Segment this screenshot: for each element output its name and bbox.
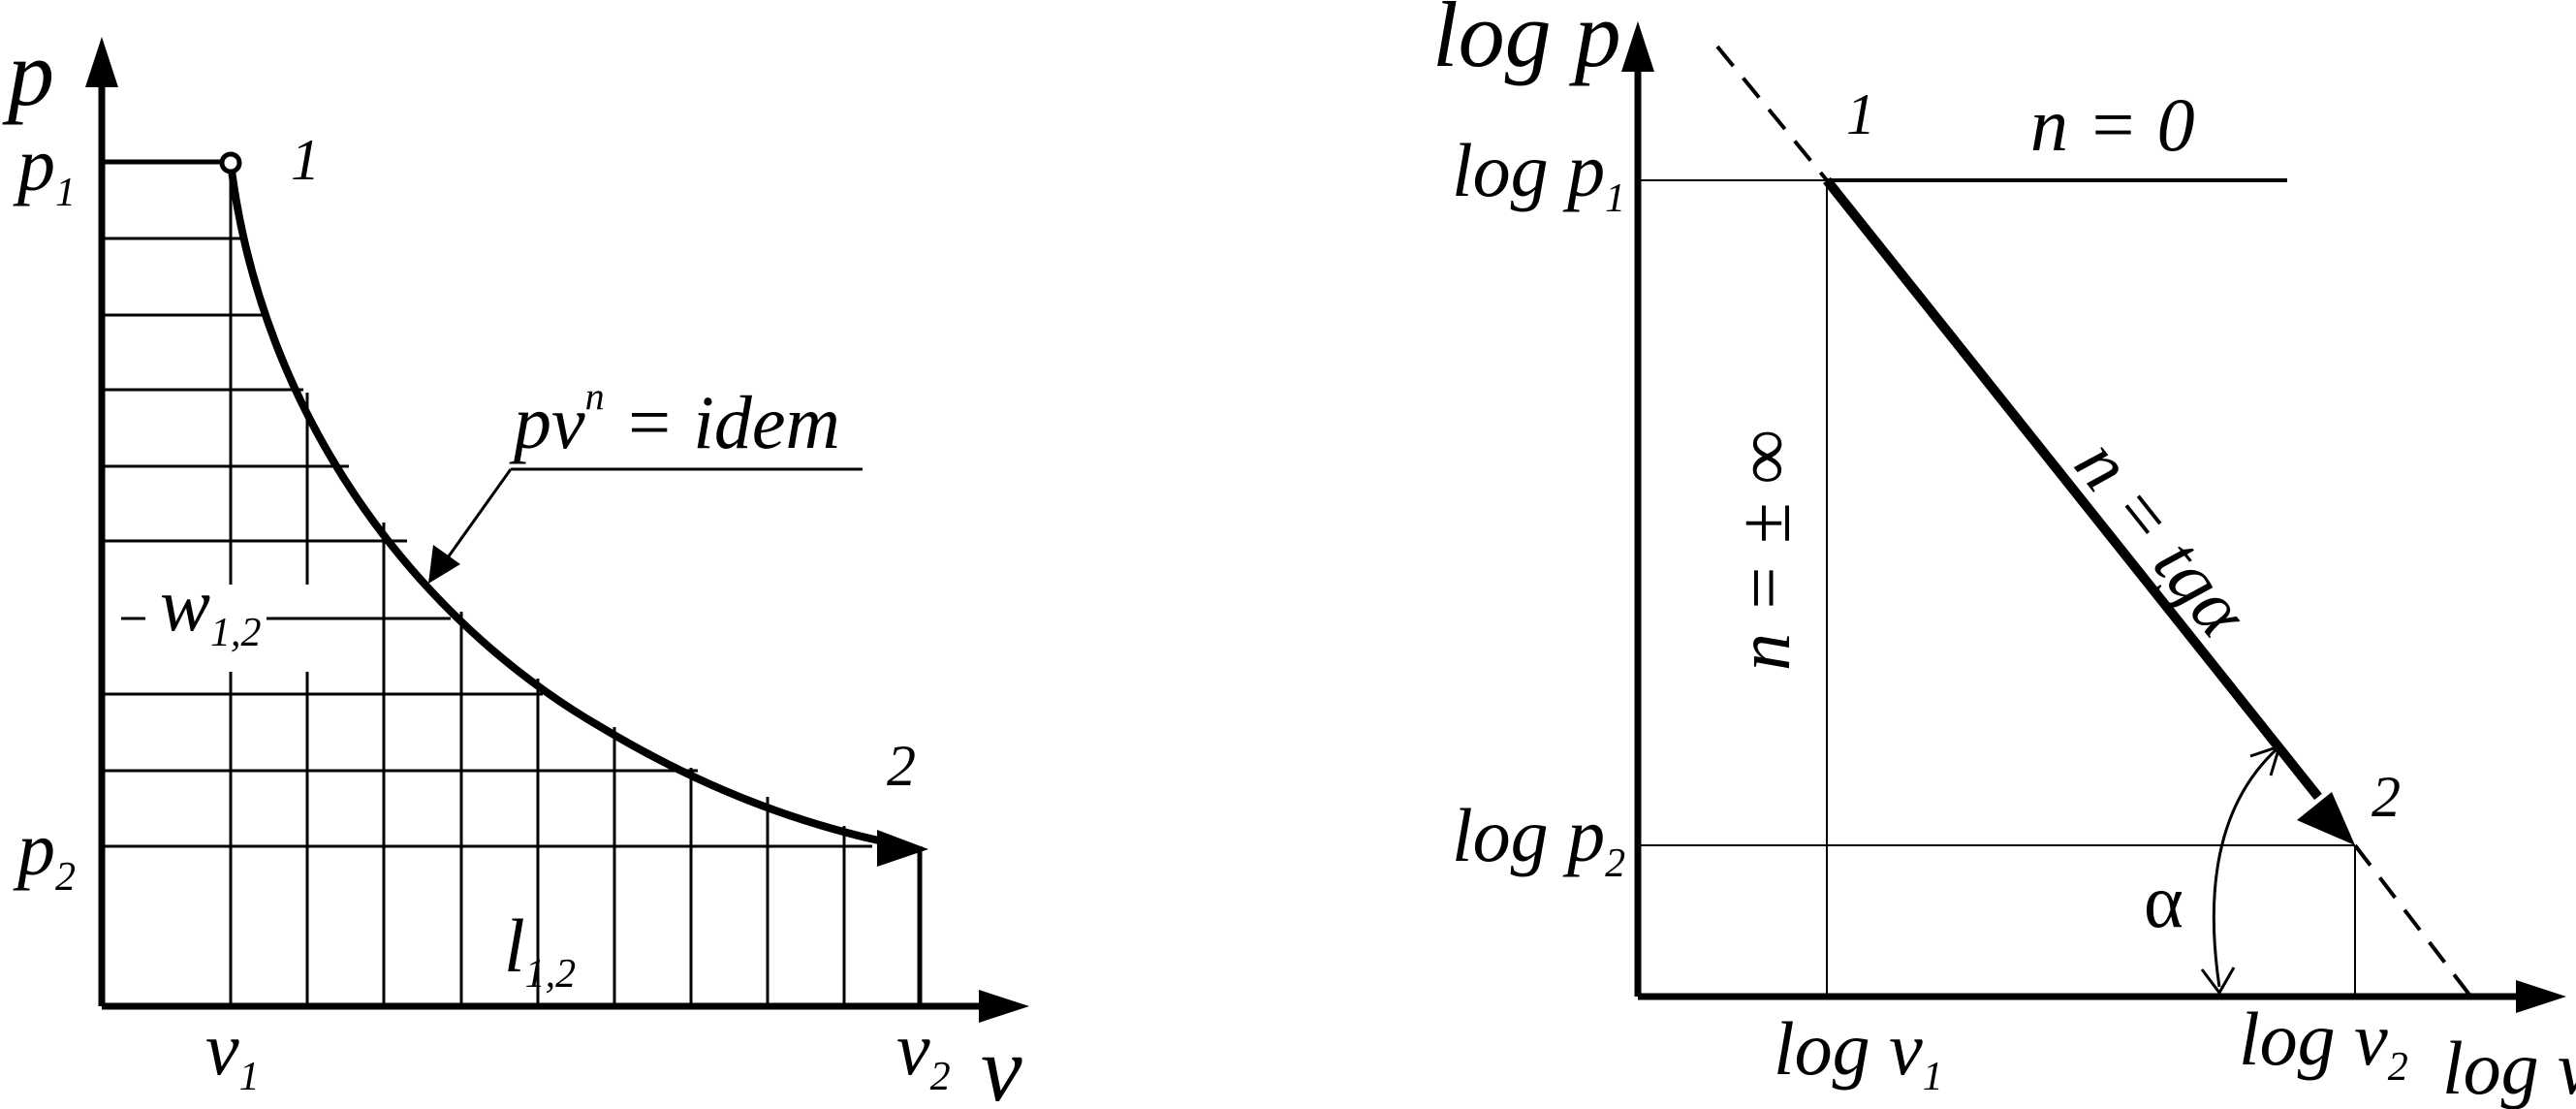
logp1-label: log p1 [1452, 128, 1625, 221]
n-infinity-label: n = ± ∞ [1721, 429, 1806, 671]
dashed-extension-bottom [2353, 843, 2471, 997]
point-1-label: 1 [291, 128, 320, 192]
v-axis-label: v [981, 1017, 1022, 1109]
p-axis-arrow-icon [85, 37, 118, 87]
state-point-1 [219, 151, 242, 174]
logv1-label: log v1 [1774, 1006, 1943, 1099]
logp2-label: log p2 [1452, 793, 1625, 886]
pv-diagram: p v p1 p2 v1 v2 1 2 pvn = idem w1,2 l1,2 [2, 21, 1029, 1109]
work-w-label: w1,2 [160, 562, 262, 655]
vertical-hatching [229, 165, 923, 1006]
alpha-arc-bottom-arrow-icon [2200, 966, 2236, 996]
curve-leader-pointer [439, 468, 513, 568]
curve-equation-label: pvn = idem [509, 374, 840, 464]
point-1-label: 1 [1846, 82, 1875, 146]
n-zero-label: n = 0 [2030, 82, 2195, 167]
process-arrow-icon [2297, 792, 2355, 845]
log-diagram: log p log v log p1 log p2 log v1 log v2 … [1432, 0, 2576, 1109]
alpha-arc-top-arrow-icon [2249, 744, 2282, 776]
p-axis-label: p [2, 21, 54, 125]
alpha-label: α [2144, 859, 2183, 943]
logv-axis-arrow-icon [2516, 980, 2566, 1013]
point-2-label: 2 [2372, 765, 2401, 829]
p1-label: p1 [13, 122, 76, 215]
logp-axis-label: log p [1432, 0, 1621, 86]
logv-axis-label: log v [2442, 1026, 2576, 1109]
curve-end-arrow-icon [877, 830, 928, 867]
alpha-arc [2212, 746, 2279, 988]
logp-axis-arrow-icon [1621, 21, 1654, 72]
process-line [1823, 176, 2322, 801]
point-2-label: 2 [887, 734, 916, 798]
v2-label: v2 [896, 1006, 951, 1099]
v-axis-arrow-icon [979, 990, 1029, 1023]
logv2-label: log v2 [2239, 997, 2408, 1090]
p2-label: p2 [13, 807, 76, 900]
polytropic-curve [227, 162, 902, 849]
curve-leader-arrow-icon [428, 545, 460, 584]
v1-label: v1 [205, 1006, 260, 1099]
dashed-extension-top [1715, 45, 1829, 182]
n-tg-alpha-label: n = tgα [2059, 423, 2267, 653]
work-l-label: l1,2 [504, 903, 576, 997]
horizontal-hatching [102, 159, 698, 773]
